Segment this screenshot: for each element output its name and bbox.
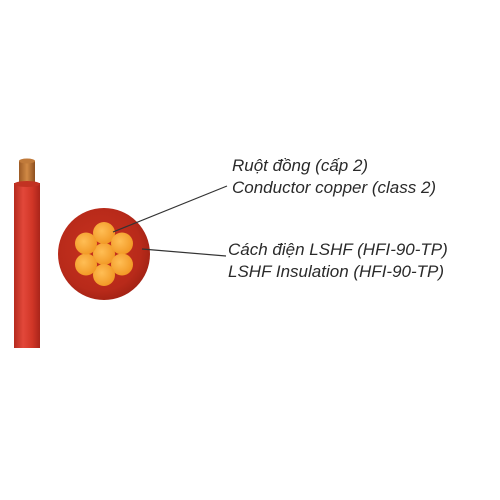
conductor-label-en: Conductor copper (class 2): [232, 178, 437, 197]
wire-copper-end: [19, 161, 35, 186]
strand: [75, 253, 97, 276]
leader-line-conductor: [112, 185, 228, 233]
insulation-label: Cách điện LSHF (HFI-90-TP) LSHF Insulati…: [228, 239, 448, 283]
strand: [111, 253, 133, 276]
strand: [93, 222, 115, 244]
insulation-label-en: LSHF Insulation (HFI-90-TP): [228, 262, 445, 281]
conductor-strands: [75, 222, 133, 286]
leader-line-insulation: [141, 248, 227, 257]
conductor-label: Ruột đồng (cấp 2) Conductor copper (clas…: [232, 155, 436, 199]
strand-center: [93, 243, 115, 265]
strand: [75, 232, 97, 255]
strand: [111, 232, 133, 255]
wire-copper-tip: [19, 158, 35, 164]
wire-insulation: [14, 183, 40, 348]
insulation-label-vi: Cách điện LSHF (HFI-90-TP): [228, 240, 448, 259]
wire-insulation-top: [14, 181, 40, 187]
strand: [93, 264, 115, 286]
conductor-label-vi: Ruột đồng (cấp 2): [232, 156, 369, 175]
